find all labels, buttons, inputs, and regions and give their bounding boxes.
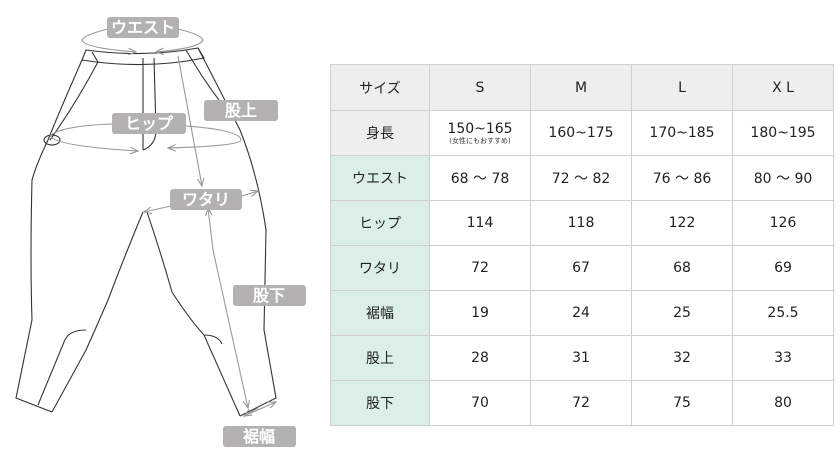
table-cell: 122	[631, 200, 733, 246]
pants-measurement-diagram: ウエスト ヒップ 股上 ワタリ 股下 裾幅	[15, 17, 306, 447]
table-cell: 80 〜 90	[732, 155, 834, 201]
table-cell: 28	[429, 335, 531, 381]
table-cell: 76 〜 86	[631, 155, 733, 201]
tag-rise-label: 股上	[225, 101, 257, 120]
row-label: 股下	[330, 380, 430, 426]
tag-thigh-label: ワタリ	[182, 190, 230, 209]
table-cell: 33	[732, 335, 834, 381]
tag-hip: ヒップ	[112, 113, 186, 134]
size-table: サイズ S M L X L 身長 150~165 (女性にもおすすめ) 160~…	[330, 64, 834, 426]
tag-hem-label: 裾幅	[243, 427, 275, 446]
row-label: ワタリ	[330, 245, 430, 291]
table-cell: 126	[732, 200, 834, 246]
cell-height-xl: 180~195	[732, 110, 834, 156]
row-label: ウエスト	[330, 155, 430, 201]
tag-inseam: 股下	[233, 285, 306, 306]
tag-hem: 裾幅	[223, 426, 296, 447]
table-cell: 72 〜 82	[530, 155, 632, 201]
tag-rise: 股上	[204, 100, 278, 121]
table-cell: 68	[631, 245, 733, 291]
row-label: 股上	[330, 335, 430, 381]
tag-waist: ウエスト	[107, 17, 179, 38]
table-cell: 68 〜 78	[429, 155, 531, 201]
table-cell: 25	[631, 290, 733, 336]
table-cell: 118	[530, 200, 632, 246]
header-size-xl: X L	[732, 64, 834, 111]
table-row-height: 身長 150~165 (女性にもおすすめ) 160~175 170~185 18…	[330, 110, 834, 156]
table-cell: 80	[732, 380, 834, 426]
table-header-row: サイズ S M L X L	[330, 64, 834, 111]
table-cell: 31	[530, 335, 632, 381]
table-cell: 114	[429, 200, 531, 246]
header-size-s: S	[429, 64, 531, 111]
tag-thigh: ワタリ	[170, 189, 242, 210]
table-cell: 75	[631, 380, 733, 426]
table-cell: 32	[631, 335, 733, 381]
cell-height-m: 160~175	[530, 110, 632, 156]
header-size-label: サイズ	[330, 64, 430, 111]
table-cell: 72	[530, 380, 632, 426]
table-cell: 19	[429, 290, 531, 336]
measurement-guides	[49, 28, 276, 416]
table-cell: 72	[429, 245, 531, 291]
tag-waist-label: ウエスト	[111, 18, 175, 37]
row-label: 身長	[330, 110, 430, 156]
tag-inseam-label: 股下	[253, 286, 285, 305]
cell-value: 150~165	[447, 121, 513, 137]
row-label: 裾幅	[330, 290, 430, 336]
table-cell: 69	[732, 245, 834, 291]
table-cell: 67	[530, 245, 632, 291]
table-cell: 25.5	[732, 290, 834, 336]
header-size-l: L	[631, 64, 733, 111]
header-size-m: M	[530, 64, 632, 111]
tag-hip-label: ヒップ	[125, 114, 174, 133]
table-cell: 24	[530, 290, 632, 336]
row-label: ヒップ	[330, 200, 430, 246]
cell-height-l: 170~185	[631, 110, 733, 156]
table-cell: 70	[429, 380, 531, 426]
cell-height-s: 150~165 (女性にもおすすめ)	[429, 110, 531, 156]
women-recommended-note: (女性にもおすすめ)	[449, 137, 511, 145]
